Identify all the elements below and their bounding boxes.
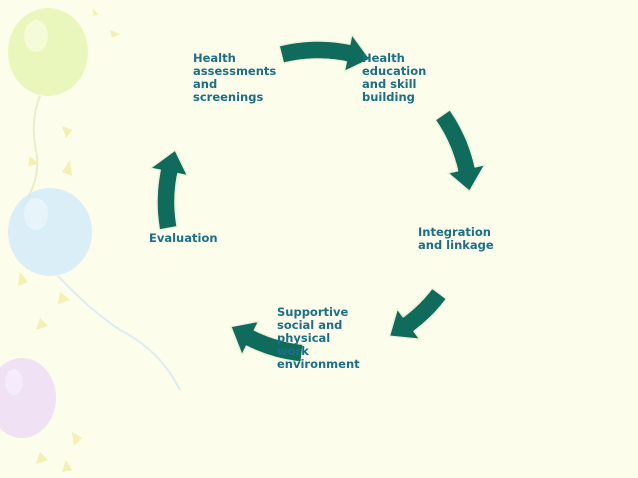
arrow-bottom-left bbox=[230, 320, 304, 363]
step-label-health-education: Health education and skill building bbox=[362, 51, 427, 104]
blue-balloon bbox=[8, 188, 181, 391]
arrow-left bbox=[149, 149, 189, 231]
arrow-top bbox=[278, 33, 371, 73]
arrow-lower-right bbox=[388, 287, 448, 341]
step-label-supportive-environment: Supportive social and physical work envi… bbox=[277, 305, 360, 371]
purple-balloon bbox=[0, 358, 56, 438]
arrow-upper-right bbox=[434, 108, 486, 193]
step-label-evaluation: Evaluation bbox=[149, 231, 218, 245]
step-label-health-assessments: Health assessments and screenings bbox=[193, 51, 277, 104]
step-label-integration: Integration and linkage bbox=[418, 225, 494, 252]
sparkle-marks bbox=[18, 8, 120, 472]
